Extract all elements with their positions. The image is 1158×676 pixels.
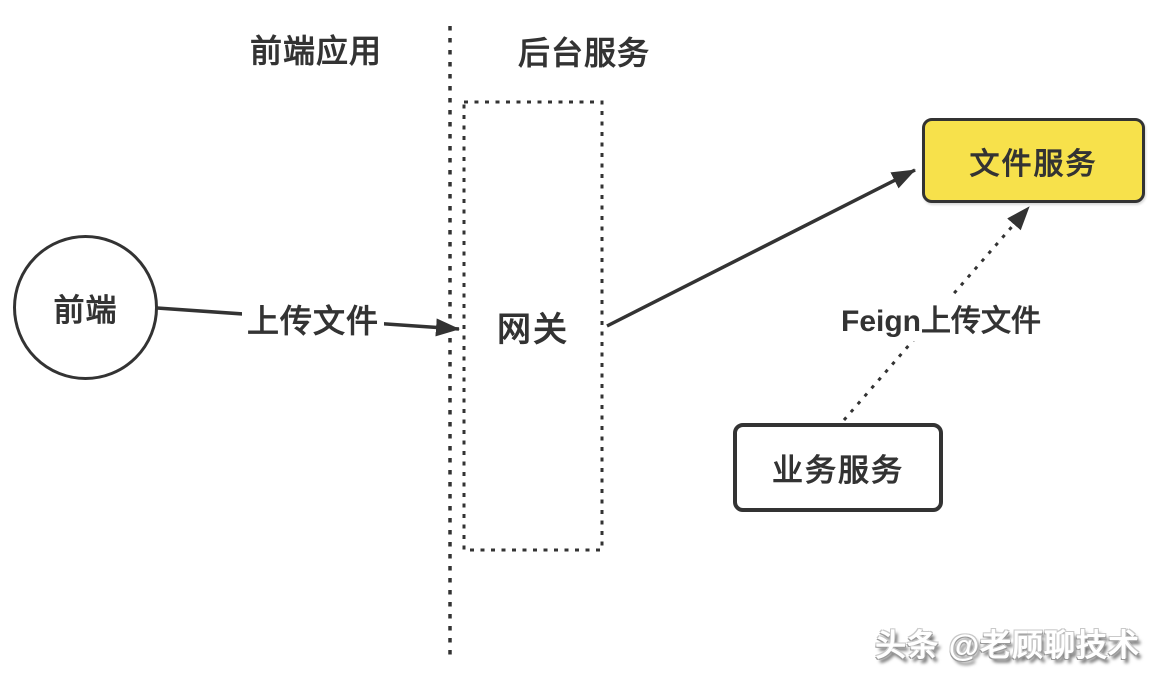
frontend-circle-label: 前端 [53,293,118,328]
feign-edge-label: Feign上传文件 [836,295,1046,341]
business-service-node: 业务服务 [733,423,943,512]
business-service-label: 业务服务 [772,453,904,488]
gateway-node: 网关 [464,102,602,550]
file-service-label: 文件服务 [969,147,1098,181]
backend-region-label: 后台服务 [518,35,651,71]
gateway-label: 网关 [497,310,569,349]
watermark-text: 头条 @老顾聊技术 [875,628,1140,663]
frontend-circle-node: 前端 [13,235,158,380]
file-service-node: 文件服务 [922,118,1145,203]
frontend-region-label: 前端应用 [250,33,383,69]
upload-edge-label: 上传文件 [241,295,385,343]
